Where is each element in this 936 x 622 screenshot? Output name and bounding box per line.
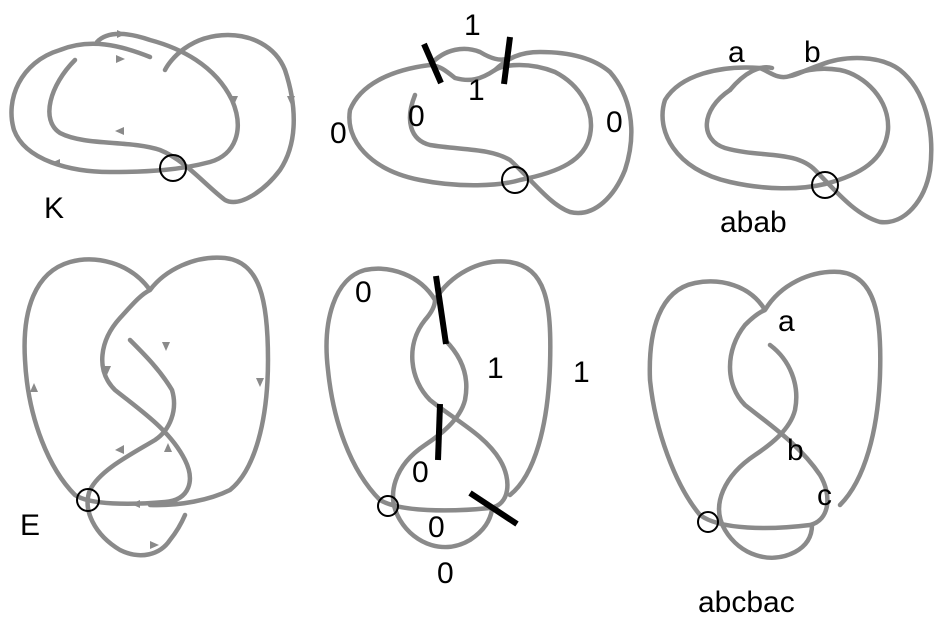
crossing-label-a: a [778, 305, 795, 338]
color-label: 0 [428, 511, 445, 544]
crossing-label-c: c [817, 479, 832, 512]
knot-k-strand-inner [47, 32, 296, 204]
arrow-marker [162, 342, 170, 351]
crossing-label-b: b [804, 36, 821, 69]
gauss-word: abab [720, 206, 787, 239]
knot-strand [324, 259, 553, 513]
gauss-word: abcbac [698, 586, 795, 619]
virtual-crossing-marker [377, 495, 399, 517]
arrow-marker [230, 96, 238, 105]
cut-marker [435, 403, 443, 461]
knot-e-name: E [20, 509, 40, 542]
color-label: 1 [573, 356, 590, 389]
color-label: 0 [330, 117, 347, 150]
arrow-marker [150, 541, 159, 549]
cut-marker [433, 275, 449, 345]
color-label: 1 [464, 9, 481, 42]
virtual-crossing-marker [76, 488, 100, 512]
color-label: 0 [606, 106, 623, 139]
color-label: 0 [408, 100, 425, 133]
arrow-marker [117, 30, 126, 38]
knot-strand [22, 255, 271, 508]
virtual-crossing-marker [159, 154, 187, 182]
arrow-marker [116, 55, 125, 63]
knot-strand [390, 337, 495, 550]
knot-k-name: K [44, 192, 64, 225]
cut-marker [501, 36, 513, 85]
knot-strand [427, 46, 513, 68]
virtual-crossing-marker [811, 171, 839, 199]
knot-strand [716, 342, 815, 560]
color-label: 0 [355, 276, 372, 309]
crossing-label-a: a [728, 36, 745, 69]
knot-strand [647, 269, 883, 531]
arrow-marker [30, 383, 38, 392]
crossing-label-b: b [787, 434, 804, 467]
arrow-marker [256, 378, 264, 387]
color-label: 0 [412, 456, 429, 489]
knot-strand [704, 55, 934, 225]
knot-strand [347, 62, 594, 188]
color-label: 1 [468, 74, 485, 107]
arrow-marker [115, 127, 124, 135]
panel-k-oriented: K [9, 30, 296, 225]
cut-marker [421, 42, 444, 85]
knot-strand [407, 49, 634, 216]
arrow-marker [51, 159, 60, 167]
color-label: 1 [487, 352, 504, 385]
virtual-crossing-marker [501, 166, 529, 194]
arrow-marker [164, 443, 172, 452]
panel-e-colored: 0 1 1 0 0 0 [324, 259, 590, 590]
virtual-crossing-marker [697, 511, 719, 533]
knot-strand [727, 65, 775, 93]
arrow-marker [115, 445, 124, 454]
panel-k-colored: 1 1 0 0 0 [330, 9, 634, 216]
panel-e-gauss: a b c abcbac [647, 269, 883, 619]
knot-strand [660, 65, 891, 191]
arrow-marker [103, 366, 111, 375]
panel-e-oriented: E [20, 255, 271, 558]
cut-marker [468, 490, 519, 527]
color-label: 0 [437, 557, 454, 590]
panel-k-gauss: a b abab [660, 36, 934, 239]
knot-k-strand-outer [9, 31, 240, 175]
arrow-marker [287, 96, 295, 105]
arrow-marker [131, 500, 140, 508]
